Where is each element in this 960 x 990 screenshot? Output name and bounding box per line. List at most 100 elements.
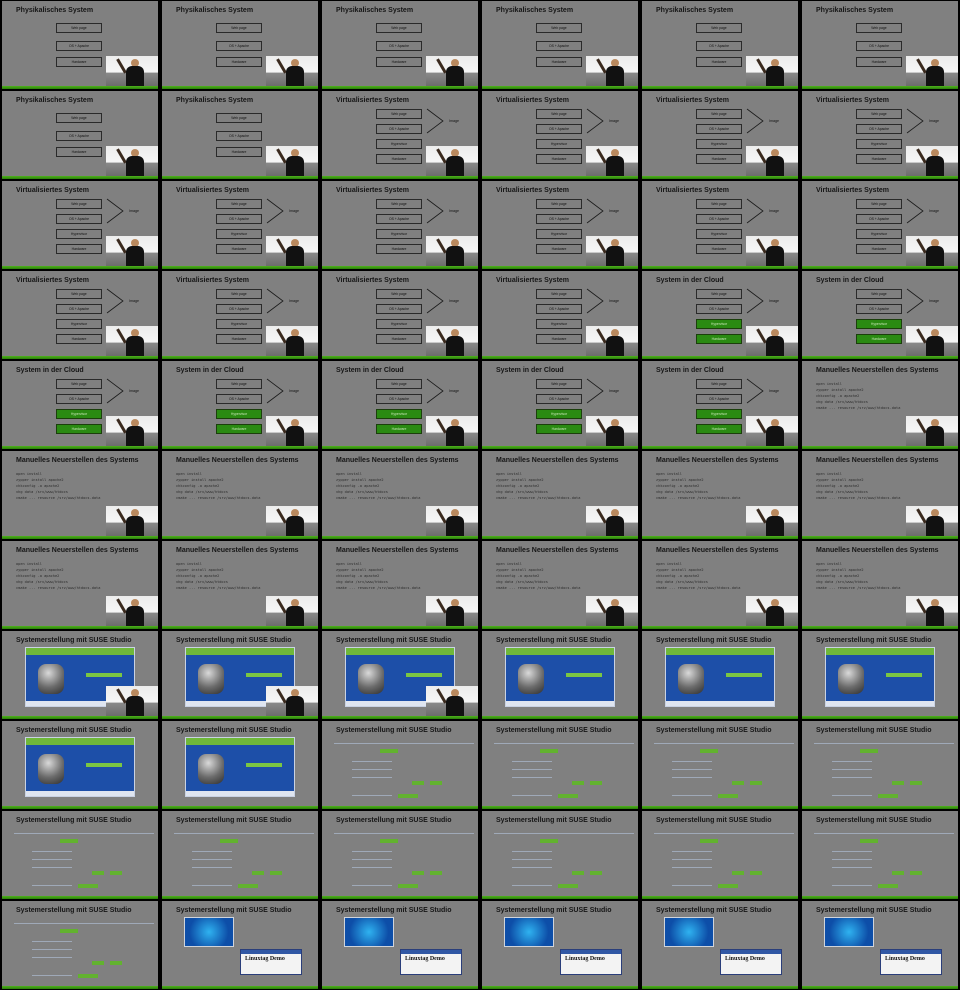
video-frame-thumbnail[interactable]: Virtualisiertes System Web page OS + Apa… — [802, 181, 958, 269]
video-frame-thumbnail[interactable]: Virtualisiertes System Web page OS + Apa… — [482, 271, 638, 359]
video-frame-thumbnail[interactable]: System in der Cloud Web page OS + Apache… — [322, 361, 478, 449]
video-frame-thumbnail[interactable]: Physikalisches System Web page OS + Apac… — [802, 1, 958, 89]
speaker-figure — [446, 336, 464, 356]
slide-title: System in der Cloud — [496, 367, 564, 374]
code-line: cmake ... resource /srv/www/htdocs-data — [656, 496, 741, 500]
video-frame-thumbnail[interactable]: System in der Cloud Web page OS + Apache… — [2, 361, 158, 449]
video-frame-thumbnail[interactable]: Manuelles Neuerstellen des Systems open … — [802, 541, 958, 629]
video-frame-thumbnail[interactable]: Systemerstellung mit SUSE Studio — [802, 721, 958, 809]
video-frame-thumbnail[interactable]: Virtualisiertes System Web page OS + Apa… — [322, 181, 478, 269]
video-frame-thumbnail[interactable]: Physikalisches System Web page OS + Apac… — [482, 1, 638, 89]
video-frame-thumbnail[interactable]: Systemerstellung mit SUSE Studio Linuxta… — [162, 901, 318, 989]
video-frame-thumbnail[interactable]: System in der Cloud Web page OS + Apache… — [802, 271, 958, 359]
video-frame-thumbnail[interactable]: Virtualisiertes System Web page OS + Apa… — [322, 271, 478, 359]
code-block: open install zypper install apache2 chkc… — [176, 561, 260, 591]
video-frame-thumbnail[interactable]: Manuelles Neuerstellen des Systems open … — [642, 451, 798, 539]
video-frame-thumbnail[interactable]: Systemerstellung mit SUSE Studio — [2, 721, 158, 809]
video-frame-thumbnail[interactable]: Systemerstellung mit SUSE Studio — [162, 721, 318, 809]
video-frame-thumbnail[interactable]: Systemerstellung mit SUSE Studio — [802, 631, 958, 719]
code-line: open install — [336, 562, 362, 566]
video-frame-thumbnail[interactable]: Physikalisches System Web page OS + Apac… — [322, 1, 478, 89]
video-frame-thumbnail[interactable]: Physikalisches System Web page OS + Apac… — [2, 1, 158, 89]
video-frame-thumbnail[interactable]: Virtualisiertes System Web page OS + Apa… — [162, 181, 318, 269]
slide-footer-bar — [802, 626, 958, 629]
video-frame-thumbnail[interactable]: Systemerstellung mit SUSE Studio — [162, 631, 318, 719]
speaker-video-inset — [746, 506, 798, 536]
video-frame-thumbnail[interactable]: Manuelles Neuerstellen des Systems open … — [642, 541, 798, 629]
video-frame-thumbnail[interactable]: System in der Cloud Web page OS + Apache… — [162, 361, 318, 449]
form-green-button — [92, 961, 104, 965]
video-frame-thumbnail[interactable]: Systemerstellung mit SUSE Studio — [2, 631, 158, 719]
video-frame-thumbnail[interactable]: Manuelles Neuerstellen des Systems open … — [802, 451, 958, 539]
video-frame-thumbnail[interactable]: Manuelles Neuerstellen des Systems open … — [322, 451, 478, 539]
video-frame-thumbnail[interactable]: Systemerstellung mit SUSE Studio — [642, 631, 798, 719]
video-frame-thumbnail[interactable]: Manuelles Neuerstellen des Systems open … — [802, 361, 958, 449]
web-page-box: Web page — [696, 109, 742, 119]
speaker-video-inset — [906, 146, 958, 176]
video-frame-thumbnail[interactable]: Physikalisches System Web page OS + Apac… — [162, 91, 318, 179]
video-frame-thumbnail[interactable]: Systemerstellung mit SUSE Studio — [642, 811, 798, 899]
code-line: vhg data /srv/www/htdocs — [816, 490, 868, 494]
video-frame-thumbnail[interactable]: Virtualisiertes System Web page OS + Apa… — [482, 181, 638, 269]
video-frame-thumbnail[interactable]: System in der Cloud Web page OS + Apache… — [642, 361, 798, 449]
video-frame-thumbnail[interactable]: Manuelles Neuerstellen des Systems open … — [322, 541, 478, 629]
demo-window-heading: Linuxtag Demo — [725, 956, 765, 962]
video-frame-thumbnail[interactable]: Virtualisiertes System Web page OS + Apa… — [162, 271, 318, 359]
video-frame-thumbnail[interactable]: System in der Cloud Web page OS + Apache… — [482, 361, 638, 449]
video-frame-thumbnail[interactable]: Systemerstellung mit SUSE Studio — [322, 631, 478, 719]
slide-title: Systemerstellung mit SUSE Studio — [336, 817, 452, 824]
video-frame-thumbnail[interactable]: Physikalisches System Web page OS + Apac… — [162, 1, 318, 89]
form-input — [512, 885, 552, 886]
video-frame-thumbnail[interactable]: Systemerstellung mit SUSE Studio — [482, 631, 638, 719]
video-frame-thumbnail[interactable]: Physikalisches System Web page OS + Apac… — [642, 1, 798, 89]
video-frame-thumbnail[interactable]: Manuelles Neuerstellen des Systems open … — [162, 451, 318, 539]
video-frame-thumbnail[interactable]: Systemerstellung mit SUSE Studio Linuxta… — [482, 901, 638, 989]
video-frame-thumbnail[interactable]: Manuelles Neuerstellen des Systems open … — [2, 541, 158, 629]
os-apache-box: OS + Apache — [56, 214, 102, 224]
video-frame-thumbnail[interactable]: Systemerstellung mit SUSE Studio — [482, 721, 638, 809]
form-input — [672, 867, 712, 868]
video-frame-thumbnail[interactable]: Systemerstellung mit SUSE Studio — [2, 901, 158, 989]
create-appliance-button — [886, 673, 922, 677]
hardware-box: Hardware — [216, 57, 262, 67]
video-frame-thumbnail[interactable]: Virtualisiertes System Web page OS + Apa… — [482, 91, 638, 179]
video-frame-thumbnail[interactable]: Manuelles Neuerstellen des Systems open … — [162, 541, 318, 629]
speaker-figure — [606, 66, 624, 86]
hardware-box: Hardware — [856, 57, 902, 67]
speaker-video-inset — [746, 146, 798, 176]
hypervisor-box: Hypervisor — [376, 229, 422, 239]
video-frame-thumbnail[interactable]: Systemerstellung mit SUSE Studio — [642, 721, 798, 809]
video-frame-thumbnail[interactable]: Systemerstellung mit SUSE Studio Linuxta… — [642, 901, 798, 989]
video-frame-thumbnail[interactable]: Virtualisiertes System Web page OS + Apa… — [642, 181, 798, 269]
video-frame-thumbnail[interactable]: Manuelles Neuerstellen des Systems open … — [2, 451, 158, 539]
video-frame-thumbnail[interactable]: Systemerstellung mit SUSE Studio — [322, 811, 478, 899]
window-footer — [666, 701, 774, 706]
code-line: open install — [496, 472, 522, 476]
video-frame-thumbnail[interactable]: Virtualisiertes System Web page OS + Apa… — [2, 181, 158, 269]
video-frame-thumbnail[interactable]: Systemerstellung mit SUSE Studio — [482, 811, 638, 899]
form-input — [672, 851, 712, 852]
web-page-box: Web page — [376, 289, 422, 299]
video-frame-thumbnail[interactable]: Systemerstellung mit SUSE Studio — [162, 811, 318, 899]
video-frame-thumbnail[interactable]: System in der Cloud Web page OS + Apache… — [642, 271, 798, 359]
slide-footer-bar — [482, 896, 638, 899]
slide-title: Systemerstellung mit SUSE Studio — [176, 907, 292, 914]
speaker-head — [771, 599, 779, 607]
video-frame-thumbnail[interactable]: Virtualisiertes System Web page OS + Apa… — [802, 91, 958, 179]
video-frame-thumbnail[interactable]: Systemerstellung mit SUSE Studio Linuxta… — [802, 901, 958, 989]
video-frame-thumbnail[interactable]: Virtualisiertes System Web page OS + Apa… — [642, 91, 798, 179]
form-input — [32, 941, 72, 942]
video-frame-thumbnail[interactable]: Systemerstellung mit SUSE Studio Linuxta… — [322, 901, 478, 989]
video-frame-thumbnail[interactable]: Manuelles Neuerstellen des Systems open … — [482, 451, 638, 539]
robot-mascot-image — [358, 664, 384, 694]
video-frame-thumbnail[interactable]: Manuelles Neuerstellen des Systems open … — [482, 541, 638, 629]
video-frame-thumbnail[interactable]: Virtualisiertes System Web page OS + Apa… — [2, 271, 158, 359]
video-frame-thumbnail[interactable]: Virtualisiertes System Web page OS + Apa… — [322, 91, 478, 179]
video-frame-thumbnail[interactable]: Systemerstellung mit SUSE Studio — [802, 811, 958, 899]
speaker-figure — [446, 696, 464, 716]
slide-footer-bar — [802, 716, 958, 719]
video-frame-thumbnail[interactable]: Systemerstellung mit SUSE Studio — [2, 811, 158, 899]
code-block: open install zypper install apache2 chkc… — [816, 471, 900, 501]
video-frame-thumbnail[interactable]: Systemerstellung mit SUSE Studio — [322, 721, 478, 809]
video-frame-thumbnail[interactable]: Physikalisches System Web page OS + Apac… — [2, 91, 158, 179]
